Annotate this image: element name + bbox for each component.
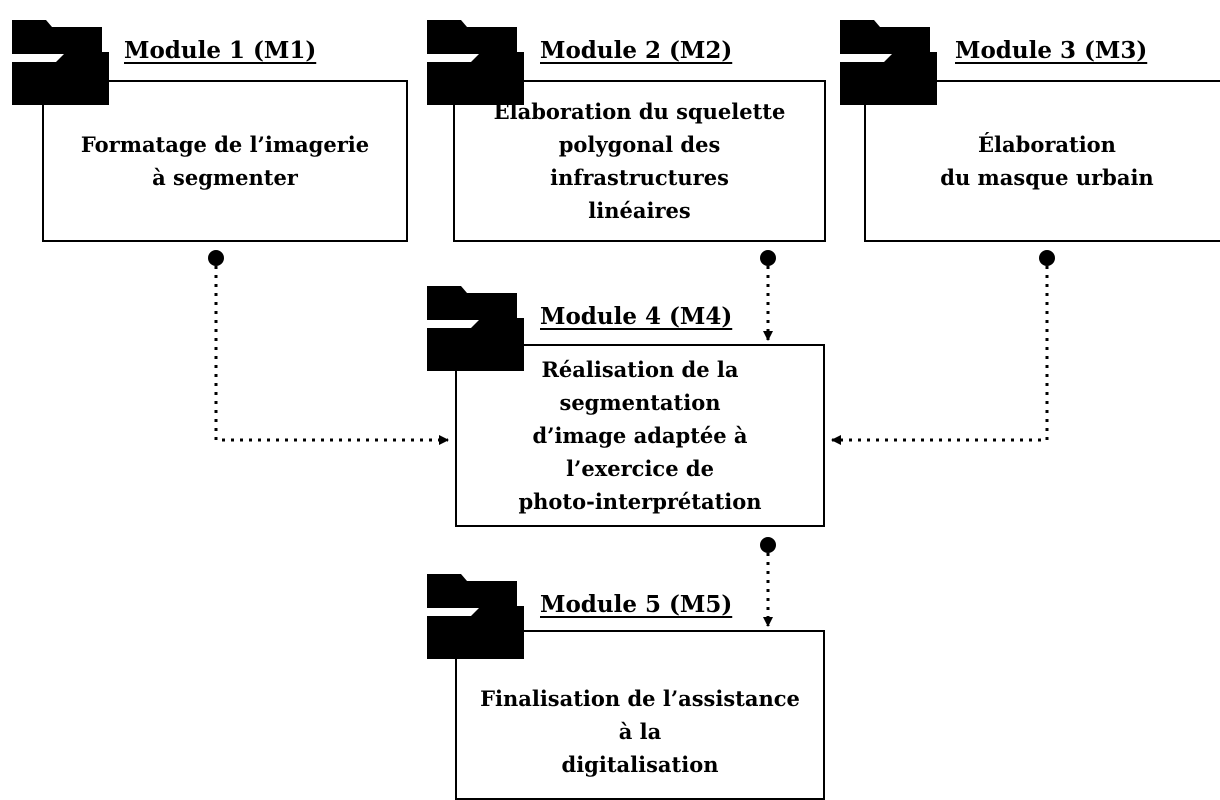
folder-icon [840,20,937,105]
folder-icon [427,20,524,105]
module-5-title: Module 5 (M5) [540,591,733,618]
module-3-box: Élaboration du masque urbain [864,80,1220,242]
module-1-box: Formatage de l’imagerie à segmenter [42,80,408,242]
folder-icon [427,286,524,371]
connector-m4-m5 [760,537,776,627]
connector-m2-m4 [760,250,776,341]
module-1-description: Formatage de l’imagerie à segmenter [80,132,370,190]
module-3-description: Élaboration du masque urbain [940,132,1154,190]
connector-m3-m4 [831,250,1055,445]
module-3-title: Module 3 (M3) [955,37,1148,64]
module-2-title: Module 2 (M2) [540,37,733,64]
module-2-box: Élaboration du squelette polygonal des i… [453,80,826,242]
module-4-box: Réalisation de la segmentation d’image a… [455,344,825,527]
module-1-title: Module 1 (M1) [124,37,317,64]
module-2-description: Élaboration du squelette polygonal des i… [493,99,786,223]
module-4-description: Réalisation de la segmentation d’image a… [518,357,762,514]
module-5-description: Finalisation de l’assistance à la digita… [480,686,800,777]
connector-m1-m4 [208,250,449,445]
folder-icon [427,574,524,659]
folder-icon [12,20,109,105]
module-4-title: Module 4 (M4) [540,303,733,330]
